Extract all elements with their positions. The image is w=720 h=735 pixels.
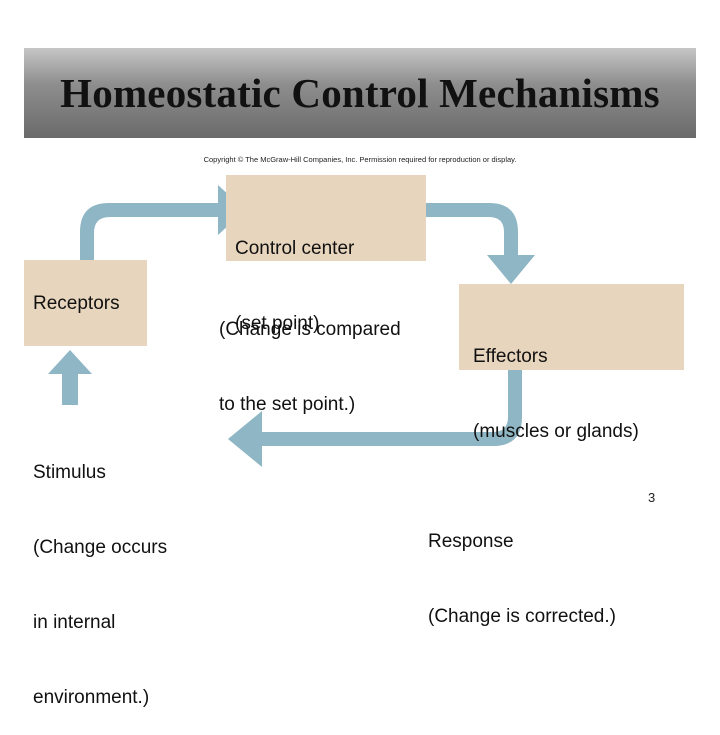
stimulus-line-4: environment.) (33, 687, 150, 708)
receptors-label: Receptors (33, 293, 120, 314)
receptors-box (24, 260, 147, 346)
control-center-subtitle: (set point) (235, 313, 320, 334)
effectors-subtitle: (muscles or glands) (473, 421, 639, 442)
copyright-notice: Copyright © The McGraw-Hill Companies, I… (203, 155, 517, 164)
arrow-effectors-to-stimulus (228, 370, 522, 467)
page-number: 3 (648, 490, 656, 505)
title-bar: Homeostatic Control Mechanisms (24, 48, 696, 138)
arrow-control-center-to-effectors (425, 203, 535, 284)
response-label: Response (Change is corrected.) (428, 479, 616, 654)
effectors-box (459, 284, 684, 370)
control-center-label: Control center (set point) (235, 186, 354, 361)
comparison-label: (Change is compared to the set point.) (219, 267, 401, 442)
comparison-line-2: to the set point.) (219, 394, 356, 415)
response-subtitle: (Change is corrected.) (428, 606, 616, 627)
feedback-loop-arrows (48, 185, 535, 467)
slide-title: Homeostatic Control Mechanisms (60, 70, 660, 116)
stimulus-label: Stimulus (Change occurs in internal envi… (33, 410, 167, 735)
effectors-label: Effectors (muscles or glands) (473, 294, 639, 469)
effectors-title: Effectors (473, 346, 548, 367)
control-center-title: Control center (235, 238, 355, 259)
control-center-box (226, 175, 426, 261)
comparison-line-1: (Change is compared (219, 319, 401, 340)
response-title: Response (428, 531, 514, 552)
stimulus-line-3: in internal (33, 612, 116, 633)
stimulus-line-2: (Change occurs (33, 537, 168, 558)
arrow-stimulus-to-receptors (48, 350, 92, 405)
arrow-receptors-to-control-center (80, 185, 245, 260)
stimulus-title: Stimulus (33, 462, 106, 483)
